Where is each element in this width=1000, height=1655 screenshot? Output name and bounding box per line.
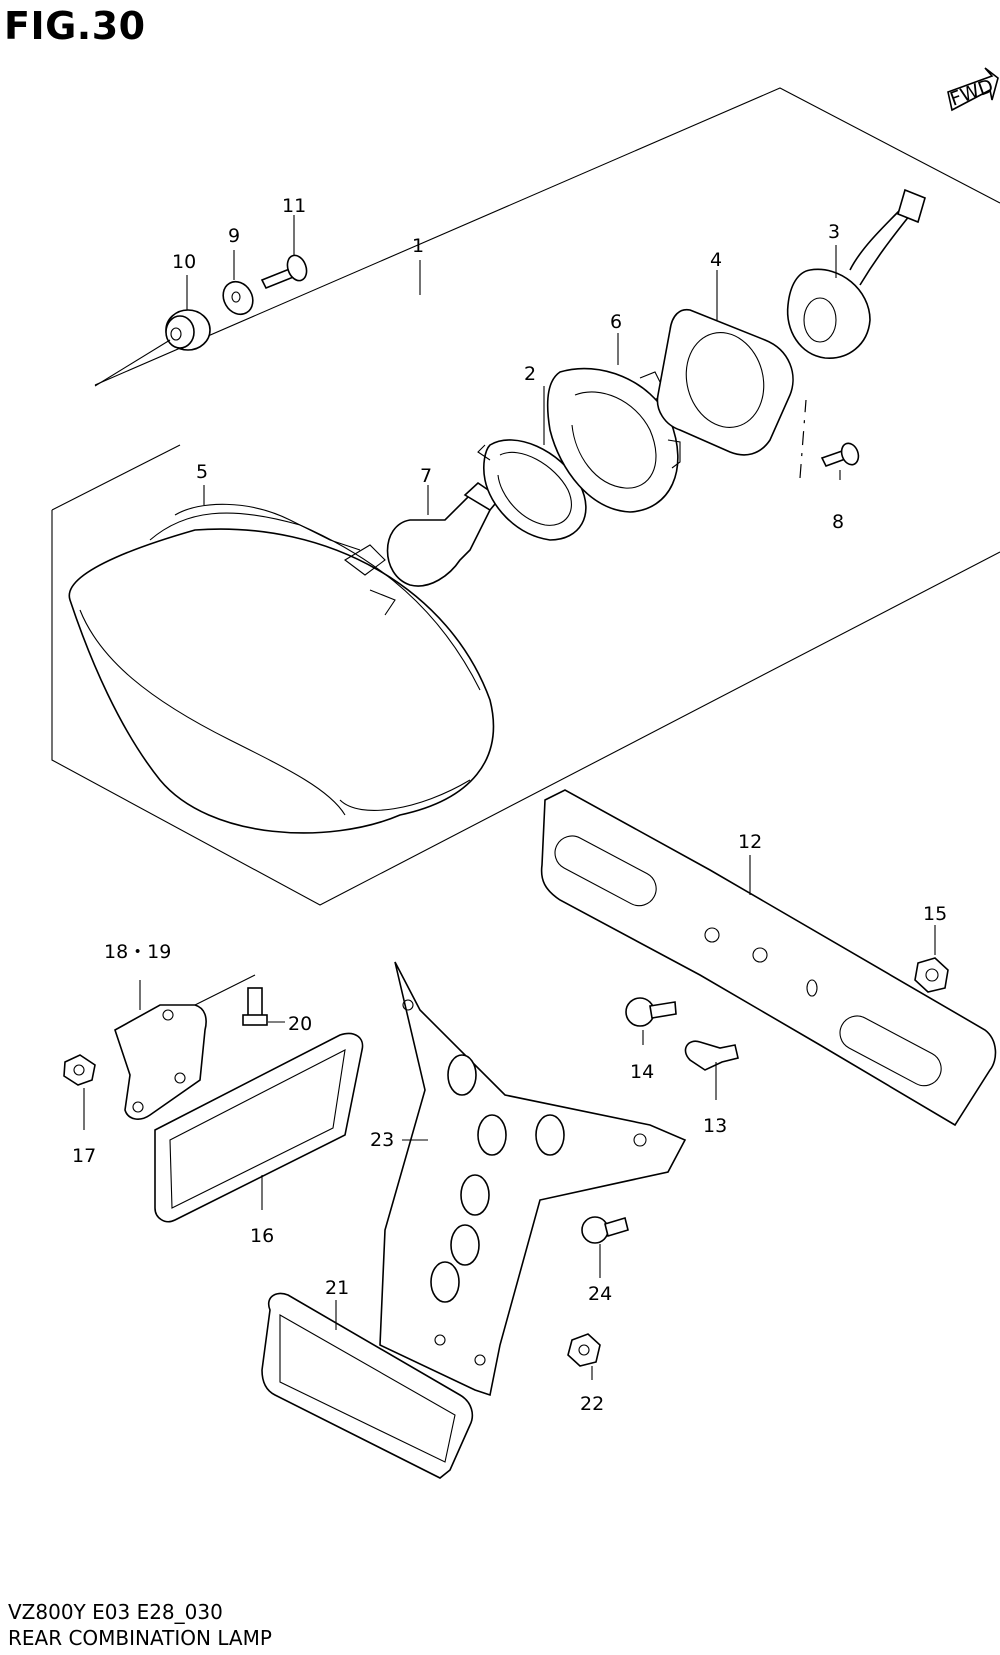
label-part-21: 21 [325, 1277, 349, 1299]
label-part-2: 2 [524, 363, 536, 385]
fwd-label: FWD [947, 75, 996, 111]
part-number-labels: 1 2 3 4 5 6 7 8 9 10 11 12 13 14 15 16 1… [72, 195, 947, 1415]
leader-lines [83, 215, 936, 1380]
nut-part-15 [914, 957, 949, 993]
label-part-15: 15 [923, 903, 947, 925]
socket-wiring-part [786, 188, 926, 359]
label-part-6: 6 [610, 311, 622, 333]
socket-ring-part [546, 367, 681, 513]
label-part-20: 20 [288, 1013, 312, 1035]
label-part-8: 8 [832, 511, 844, 533]
label-part-18-19: 18・19 [104, 941, 171, 963]
figure-title: FIG.30 [4, 4, 146, 48]
label-part-12: 12 [738, 831, 762, 853]
screw-part-8 [799, 399, 860, 479]
side-reflector-part [154, 1032, 364, 1223]
label-part-11: 11 [282, 195, 306, 217]
grommet-part [94, 309, 211, 387]
socket-gasket-part [656, 308, 794, 456]
nut-part-22 [567, 1333, 601, 1367]
gasket-ring-part [477, 439, 587, 541]
license-bracket-part [540, 789, 997, 1127]
label-part-16: 16 [250, 1225, 274, 1247]
license-plate-bracket-part [379, 961, 687, 1397]
rear-reflector-part [261, 1292, 474, 1479]
label-part-7: 7 [420, 465, 432, 487]
label-part-9: 9 [228, 225, 240, 247]
lamp-housing-part [68, 503, 495, 834]
label-part-5: 5 [196, 461, 208, 483]
screw-part-24 [581, 1216, 629, 1244]
label-part-14: 14 [630, 1061, 654, 1083]
label-part-24: 24 [588, 1283, 612, 1305]
label-part-13: 13 [703, 1115, 727, 1137]
figure-code: VZ800Y E03 E28_030 [8, 1600, 223, 1624]
screw-part-14 [625, 997, 677, 1027]
fwd-arrow-icon: FWD [947, 67, 999, 112]
screw-part [260, 254, 308, 290]
washer-part [222, 280, 254, 316]
label-part-4: 4 [710, 249, 722, 271]
label-part-17: 17 [72, 1145, 96, 1167]
label-part-22: 22 [580, 1393, 604, 1415]
label-part-1: 1 [412, 235, 424, 257]
reflector-bracket-part [114, 974, 256, 1120]
cap-part-13 [684, 1040, 739, 1071]
screw-part-20 [242, 987, 268, 1026]
figure-name: REAR COMBINATION LAMP [8, 1626, 272, 1650]
nut-part-17 [63, 1054, 96, 1086]
label-part-3: 3 [828, 221, 840, 243]
bulb-part [386, 481, 502, 587]
label-part-10: 10 [172, 251, 196, 273]
assembly-outline [51, 87, 1000, 906]
label-part-23: 23 [370, 1129, 394, 1151]
